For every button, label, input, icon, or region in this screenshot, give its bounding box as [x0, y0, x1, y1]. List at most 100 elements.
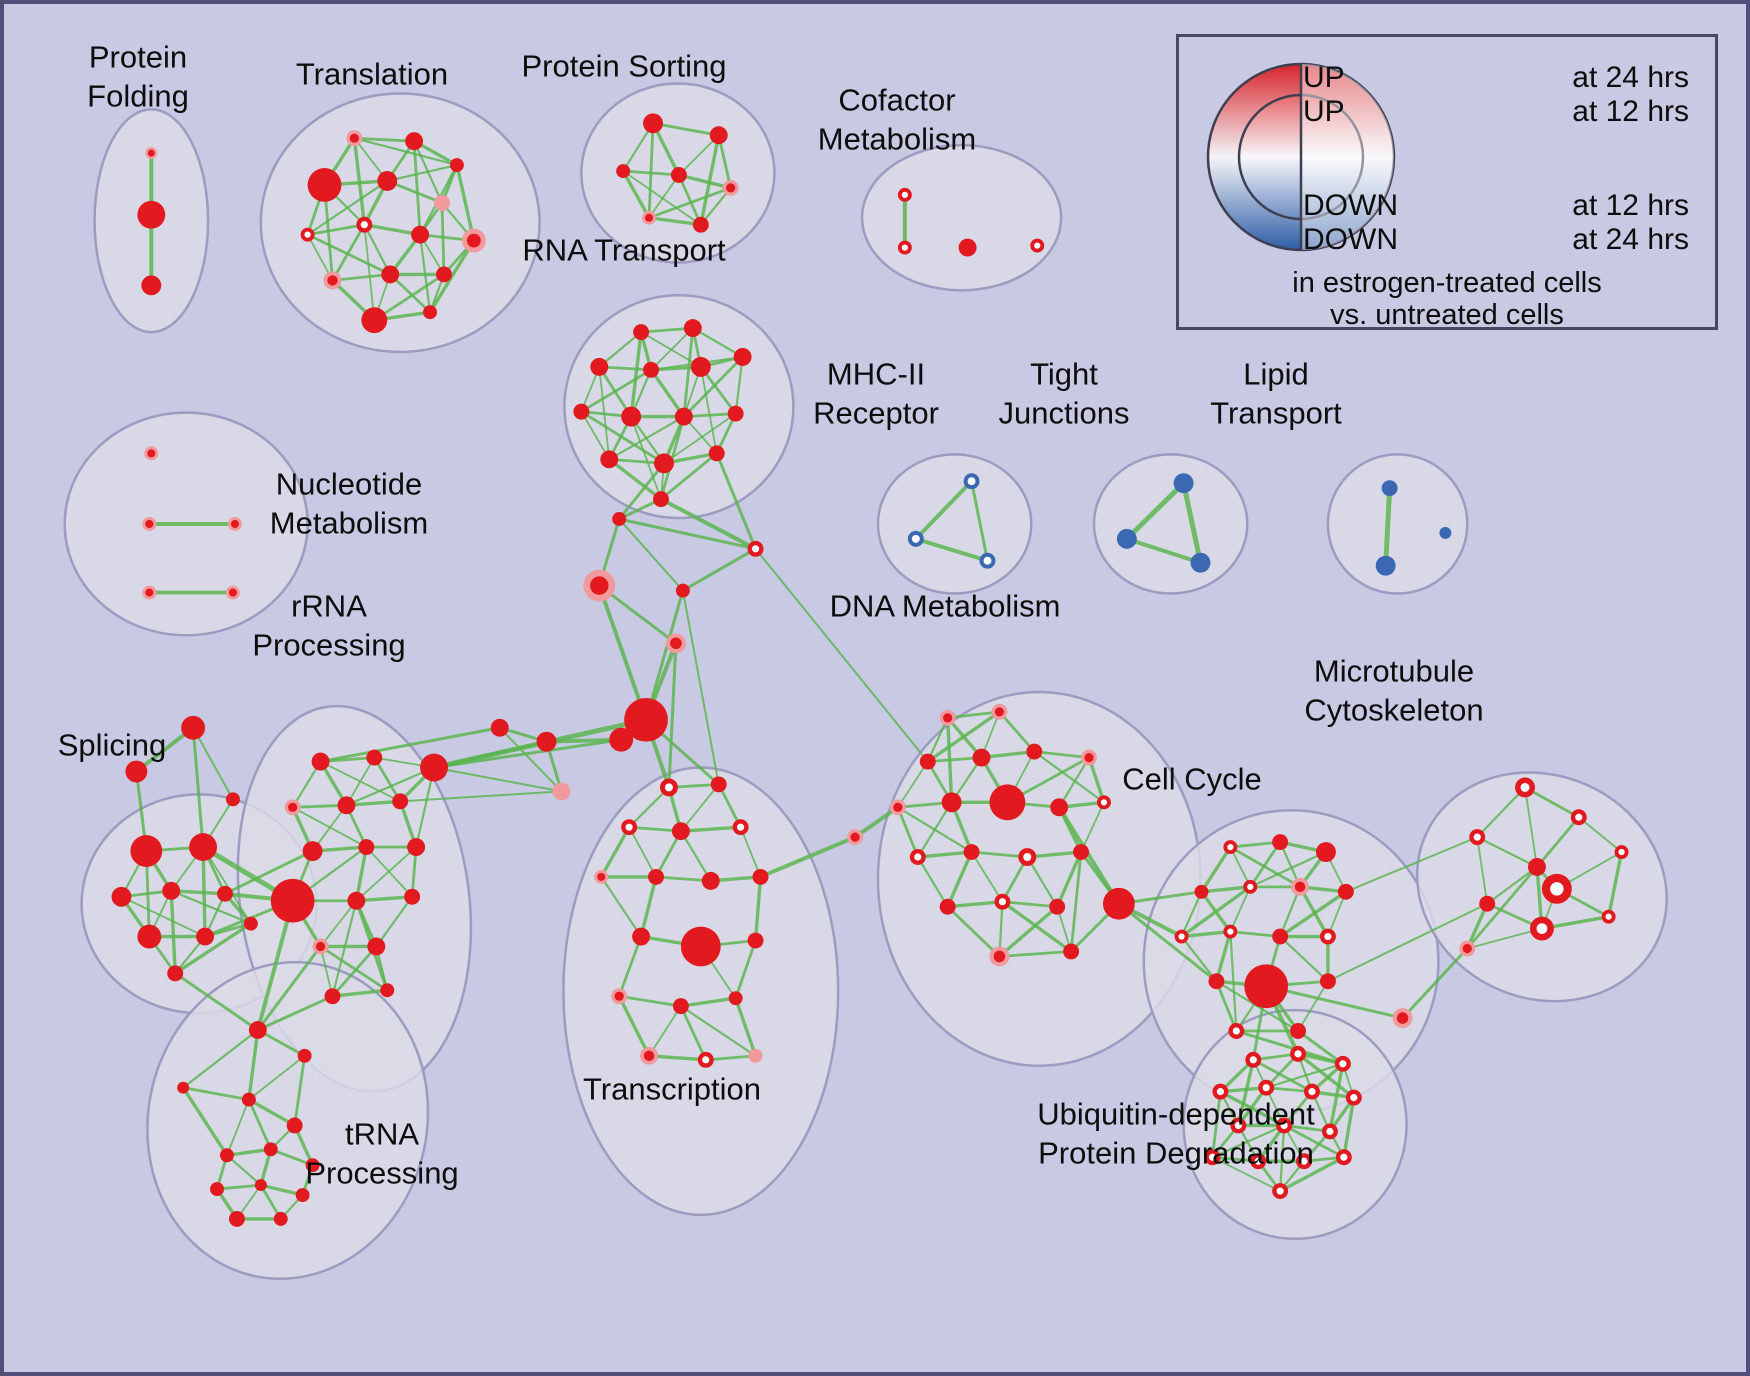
network-edge: [579, 410, 666, 465]
network-edge: [916, 855, 949, 908]
legend-caption-line2: vs. untreated cells: [1330, 299, 1564, 332]
network-node: [228, 1210, 245, 1227]
network-edge: [1383, 485, 1393, 569]
network-edge: [679, 1004, 708, 1062]
legend-caption: in estrogen-treated cells vs. untreated …: [1179, 267, 1715, 332]
network-node: [307, 168, 342, 202]
network-node: [137, 200, 166, 229]
network-edge: [648, 1005, 682, 1057]
network-edge: [319, 726, 502, 764]
network-edge: [998, 710, 1036, 754]
network-node: [1223, 924, 1238, 939]
network-node: [1173, 473, 1194, 494]
network-edge: [607, 457, 663, 501]
network-edge: [1264, 984, 1405, 1020]
network-node: [243, 916, 258, 931]
network-node: [1315, 842, 1336, 862]
network-edge: [580, 410, 611, 461]
network-edge: [679, 825, 743, 833]
network-node: [733, 347, 752, 366]
network-edge: [679, 830, 712, 882]
network-node: [597, 872, 606, 881]
network-edge: [621, 169, 651, 220]
network-edge: [628, 786, 671, 829]
network-node: [145, 588, 154, 597]
network-node: [1528, 858, 1546, 876]
network-node: [1304, 1083, 1320, 1100]
network-node: [366, 749, 383, 766]
cluster-label-transcription: Transcription: [582, 1071, 762, 1107]
network-node: [919, 753, 936, 770]
network-node: [732, 819, 749, 836]
network-node: [616, 164, 631, 178]
network-edge: [191, 726, 205, 849]
network-edge: [1524, 786, 1538, 868]
network-node: [407, 838, 426, 857]
network-node: [727, 405, 744, 422]
network-edge: [247, 1097, 297, 1128]
network-node: [377, 171, 398, 191]
network-node: [897, 240, 912, 255]
network-edge: [658, 497, 758, 551]
network-edge: [386, 163, 459, 183]
network-node: [958, 238, 977, 257]
legend-time-label: at 24 hrs: [1572, 61, 1689, 94]
network-node: [181, 715, 206, 740]
network-node: [490, 718, 509, 737]
network-node: [1272, 834, 1289, 851]
network-node: [405, 132, 424, 151]
network-edge: [1296, 1052, 1356, 1100]
network-node: [311, 752, 330, 771]
network-edge: [412, 139, 422, 237]
network-node: [228, 588, 237, 597]
network-node: [709, 126, 728, 145]
network-node: [600, 450, 619, 469]
network-edge: [319, 945, 334, 998]
legend-row-up-12hrs: UP at 12 hrs: [1303, 97, 1689, 127]
network-edge: [363, 223, 392, 276]
network-edge: [659, 451, 719, 501]
network-node: [963, 473, 980, 490]
network-edge: [717, 783, 743, 829]
network-edge: [319, 899, 358, 948]
network-node: [590, 576, 609, 595]
network-edge: [679, 1005, 757, 1057]
network-edge: [352, 136, 416, 143]
network-node: [648, 868, 664, 885]
network-edge: [247, 1028, 260, 1102]
network-edge: [331, 223, 366, 282]
network-edge: [306, 233, 392, 276]
network-node: [111, 886, 132, 907]
network-node: [697, 1051, 714, 1068]
network-node: [367, 937, 386, 956]
network-edge: [1327, 890, 1347, 938]
network-node: [1223, 840, 1238, 855]
network-node: [654, 453, 674, 474]
network-node: [1290, 1045, 1307, 1062]
network-edge: [1124, 536, 1203, 565]
network-node: [612, 512, 627, 526]
network-edge: [682, 355, 745, 418]
cluster-ellipse-lipid-transport: [1326, 453, 1469, 595]
network-node: [993, 950, 1006, 963]
network-node: [708, 445, 725, 462]
network-edge: [375, 895, 414, 948]
network-edge: [699, 133, 721, 227]
network-node: [752, 868, 769, 885]
network-edge: [617, 461, 666, 521]
network-node: [1050, 798, 1069, 817]
legend-rings-icon: [1206, 62, 1396, 252]
network-node: [1462, 943, 1472, 954]
network-edge: [1199, 845, 1233, 894]
network-node: [1439, 526, 1452, 539]
network-edge: [215, 1183, 263, 1191]
network-edge: [647, 121, 655, 220]
network-node: [210, 1182, 224, 1197]
network-edge: [388, 273, 432, 314]
nodes-layer: [111, 113, 1629, 1227]
network-node: [327, 275, 338, 286]
network-edge: [433, 766, 563, 793]
network-edge: [913, 536, 990, 563]
network-edge: [182, 1028, 259, 1089]
network-node: [1026, 743, 1043, 760]
